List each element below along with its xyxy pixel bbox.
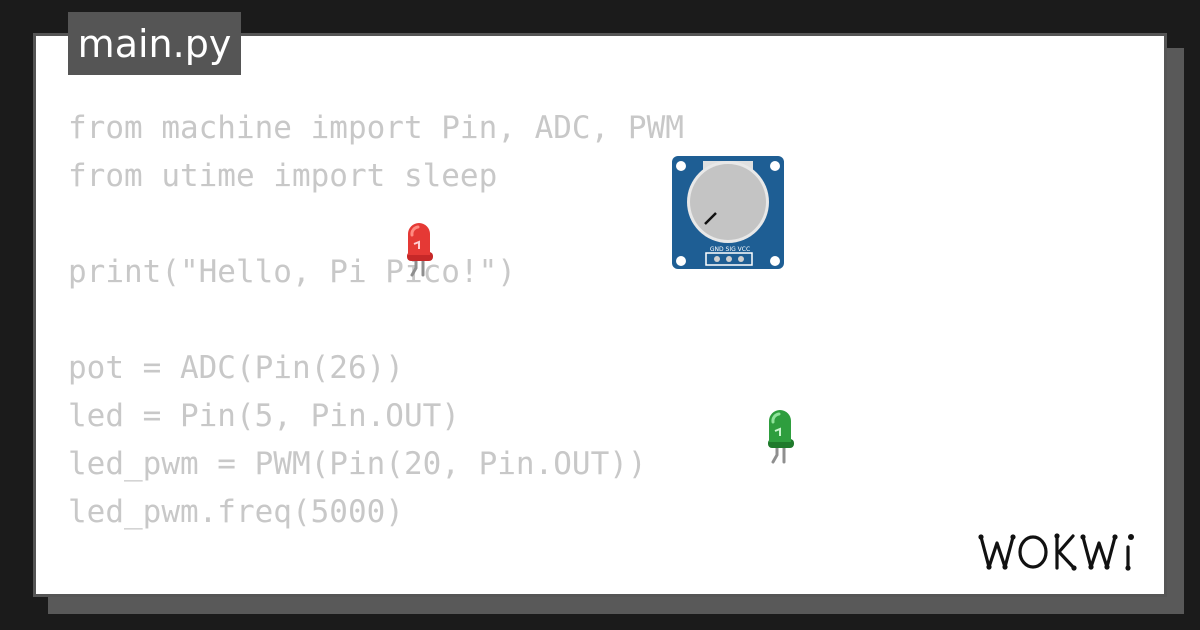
code-line: from machine import Pin, ADC, PWM [68, 110, 684, 146]
pot-pin-labels: GND SIG VCC [710, 246, 750, 253]
code-line: led = Pin(5, Pin.OUT) [68, 398, 460, 434]
code-line: from utime import sleep [68, 158, 498, 194]
potentiometer[interactable]: GND SIG VCC [672, 156, 784, 269]
file-tab-main-py[interactable]: main.py [68, 12, 241, 75]
wokwi-logo [978, 533, 1134, 571]
code-line: pot = ADC(Pin(26)) [68, 350, 404, 386]
code-line: while True: [68, 584, 684, 594]
code-line: led_pwm.freq(5000) [68, 494, 404, 530]
code-line [68, 296, 684, 344]
green-led[interactable] [762, 409, 798, 465]
code-line: print("Hello, Pi Pico!") [68, 254, 516, 290]
code-line [68, 536, 684, 584]
simulator-preview-panel: from machine import Pin, ADC, PWM from ut… [33, 33, 1167, 597]
code-line [68, 200, 684, 248]
code-editor[interactable]: from machine import Pin, ADC, PWM from ut… [68, 104, 684, 594]
red-led[interactable] [401, 222, 437, 278]
code-line: led_pwm = PWM(Pin(20, Pin.OUT)) [68, 446, 647, 482]
